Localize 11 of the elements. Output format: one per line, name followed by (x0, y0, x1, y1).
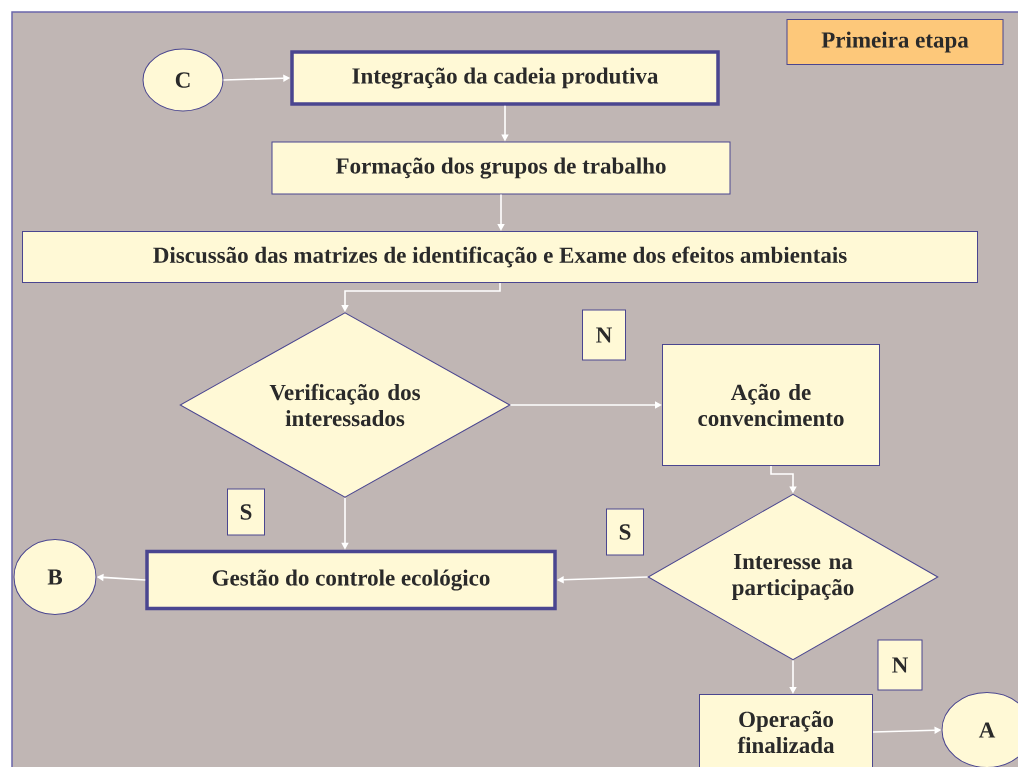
process-box: Formação dos grupos de trabalho (271, 141, 731, 195)
process-box: Gestão do controle ecológico (145, 549, 557, 611)
process-box: Integração da cadeia produtiva (290, 50, 720, 106)
branch-tag: N (582, 309, 626, 361)
branch-tag: N (877, 639, 923, 691)
stage-label-box: Primeira etapa (786, 19, 1004, 65)
branch-tag: S (606, 508, 644, 556)
branch-tag: S (227, 488, 265, 536)
process-box: Ação de convencimento (662, 344, 880, 466)
process-box: Discussão das matrizes de identificação e Exame dos efeitos ambientais (22, 231, 978, 283)
process-box: Operação finalizada (699, 694, 873, 767)
